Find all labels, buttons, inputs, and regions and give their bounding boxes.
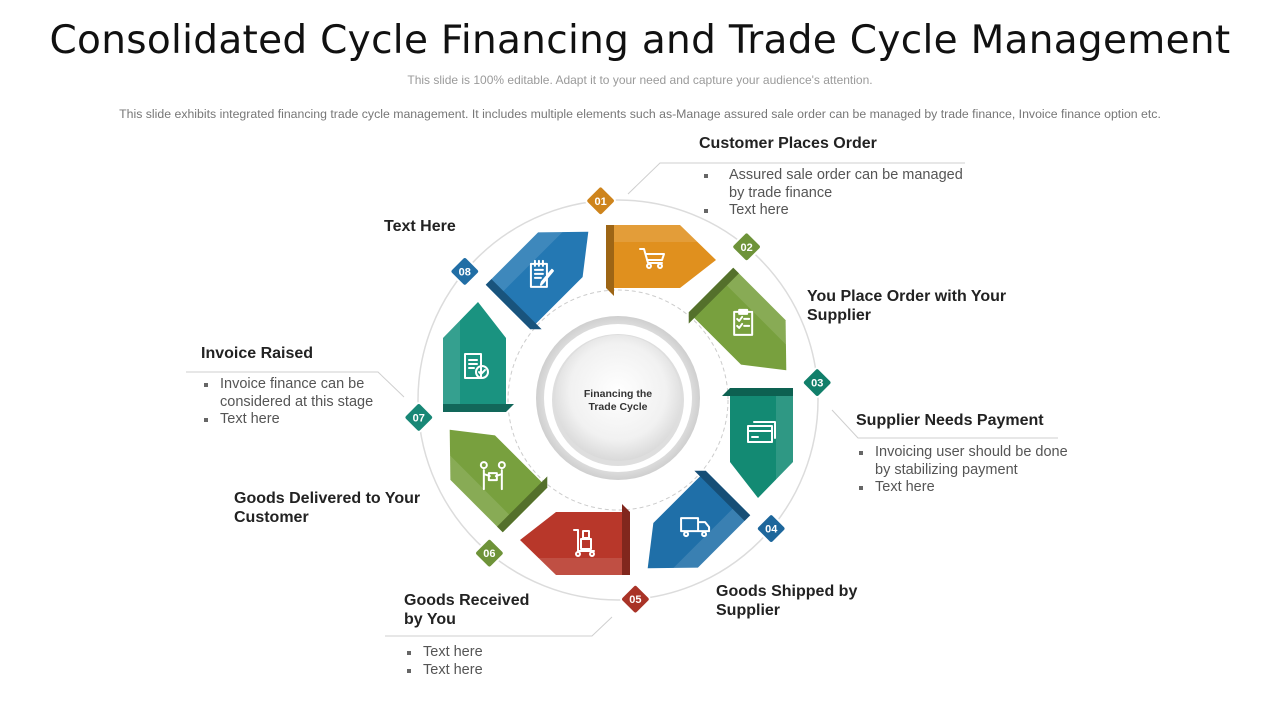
step-01-bullet-1: Assured sale order can be managed [700, 167, 970, 185]
segment-05-fold [622, 504, 630, 575]
step-05-bullets: Text here Text here [403, 644, 553, 679]
segment-07-fold [443, 404, 514, 412]
badge-08: 08 [449, 256, 481, 287]
segment-03-fold [722, 388, 793, 396]
inner-dashed-ring [507, 289, 729, 511]
step-07-bullets: Invoice finance can be considered at thi… [200, 376, 390, 429]
page-title: Consolidated Cycle Financing and Trade C… [49, 18, 1231, 63]
segment-06-fold [497, 476, 548, 533]
connector-line-03 [831, 409, 1058, 439]
step-01-bullet-2: Text here [700, 202, 970, 220]
segment-04 [647, 470, 751, 569]
connector-lines [186, 162, 1058, 637]
number-badges: 01 02 03 04 05 06 07 08 [403, 185, 833, 615]
shopping-cart-icon [639, 248, 665, 269]
segment-05 [520, 504, 630, 575]
segment-01 [606, 225, 716, 296]
segment-02-fold [688, 267, 739, 324]
badge-06: 06 [474, 537, 505, 569]
segment-06-highlight [449, 455, 510, 527]
outer-ring [417, 199, 819, 601]
segment-08-highlight [491, 231, 563, 292]
segment-05-ribbon [520, 512, 630, 575]
center-label-line1: Financing the [583, 388, 653, 400]
segment-08 [485, 231, 589, 330]
badge-01-label: 01 [594, 196, 606, 208]
step-05-heading: Goods Received by You [404, 591, 529, 629]
step-02-heading-line1: You Place Order with Your [807, 288, 1007, 305]
badge-07: 07 [403, 402, 435, 433]
segment-07 [443, 302, 514, 412]
step-05-bullet-1: Text here [403, 644, 553, 662]
step-07-heading: Invoice Raised [201, 345, 314, 362]
badge-02-label: 02 [740, 242, 752, 254]
segment-02 [688, 267, 787, 371]
step-01-bullets: Assured sale order can be managed by tra… [700, 167, 970, 220]
badge-03-label: 03 [811, 378, 823, 390]
step-02-heading-line2: Supplier [807, 307, 872, 324]
step-03-bullet-1: Invoicing user should be done [855, 444, 1095, 462]
segment-01-highlight [614, 225, 698, 242]
step-06-heading-line2: Customer [234, 509, 309, 526]
invoice-approved-icon [464, 353, 489, 379]
step-03-heading: Supplier Needs Payment [856, 412, 1044, 429]
people-handover-icon [479, 461, 506, 491]
segment-01-ribbon [606, 225, 716, 288]
step-04-heading-line1: Goods Shipped by [716, 583, 858, 600]
cycle-segments [443, 225, 793, 575]
badge-05: 05 [620, 583, 651, 615]
step-05-bullet-2: Text here [403, 662, 553, 680]
segment-02-highlight [726, 273, 787, 345]
badge-03: 03 [801, 367, 833, 398]
center-label-line2: Trade Cycle [588, 401, 648, 413]
center-hub [536, 316, 700, 480]
segment-04-fold [694, 470, 751, 521]
step-04-heading-line2: Supplier [716, 602, 781, 619]
segment-03 [722, 388, 793, 498]
step-01-bullet-1-cont: by trade finance [729, 184, 833, 201]
badge-04-label: 04 [765, 524, 778, 536]
clipboard-checklist-icon [733, 308, 754, 336]
connector-line-05 [385, 616, 613, 637]
step-06-heading: Goods Delivered to Your Customer [234, 489, 420, 527]
step-03-bullet-1-cont: by stabilizing payment [875, 461, 1018, 478]
segment-01-fold [606, 225, 614, 296]
badge-05-label: 05 [629, 594, 641, 606]
notepad-edit-icon [529, 259, 554, 288]
step-04-heading: Goods Shipped by Supplier [716, 582, 857, 620]
page-subtitle: This slide is 100% editable. Adapt it to… [407, 73, 873, 87]
segment-05-highlight [538, 558, 622, 575]
center-label: Financing the Trade Cycle [566, 388, 670, 414]
step-06-heading-line1: Goods Delivered to Your [234, 490, 421, 507]
step-03-bullets: Invoicing user should be done by stabili… [855, 444, 1095, 497]
segment-04-highlight [673, 508, 745, 569]
badge-08-label: 08 [459, 266, 471, 278]
step-07-bullet-2: Text here [200, 411, 390, 429]
step-02-heading: You Place Order with Your Supplier [807, 287, 1006, 325]
credit-card-icon [747, 421, 776, 443]
segment-07-highlight [443, 320, 460, 404]
step-03-bullet-2: Text here [855, 479, 1095, 497]
segment-03-highlight [776, 396, 793, 480]
badge-04: 04 [755, 513, 787, 544]
connector-line-07 [186, 371, 405, 398]
segment-08-fold [485, 279, 542, 330]
badge-02: 02 [731, 231, 762, 263]
badge-07-label: 07 [413, 412, 425, 424]
segment-06 [449, 429, 548, 533]
step-08-heading: Text Here [384, 218, 456, 235]
step-05-heading-line1: Goods Received [404, 592, 530, 609]
page-description: This slide exhibits integrated financing… [119, 107, 1161, 121]
badge-06-label: 06 [483, 548, 495, 560]
delivery-truck-icon [680, 517, 711, 538]
step-01-heading: Customer Places Order [699, 135, 877, 152]
step-07-bullet-1-cont: considered at this stage [220, 393, 374, 410]
step-07-bullet-1: Invoice finance can be [200, 376, 390, 394]
hand-trolley-icon [573, 529, 595, 557]
step-05-heading-line2: by You [404, 611, 456, 628]
segment-07-ribbon [443, 302, 506, 412]
badge-01: 01 [585, 185, 616, 217]
connector-line-01 [627, 162, 965, 195]
